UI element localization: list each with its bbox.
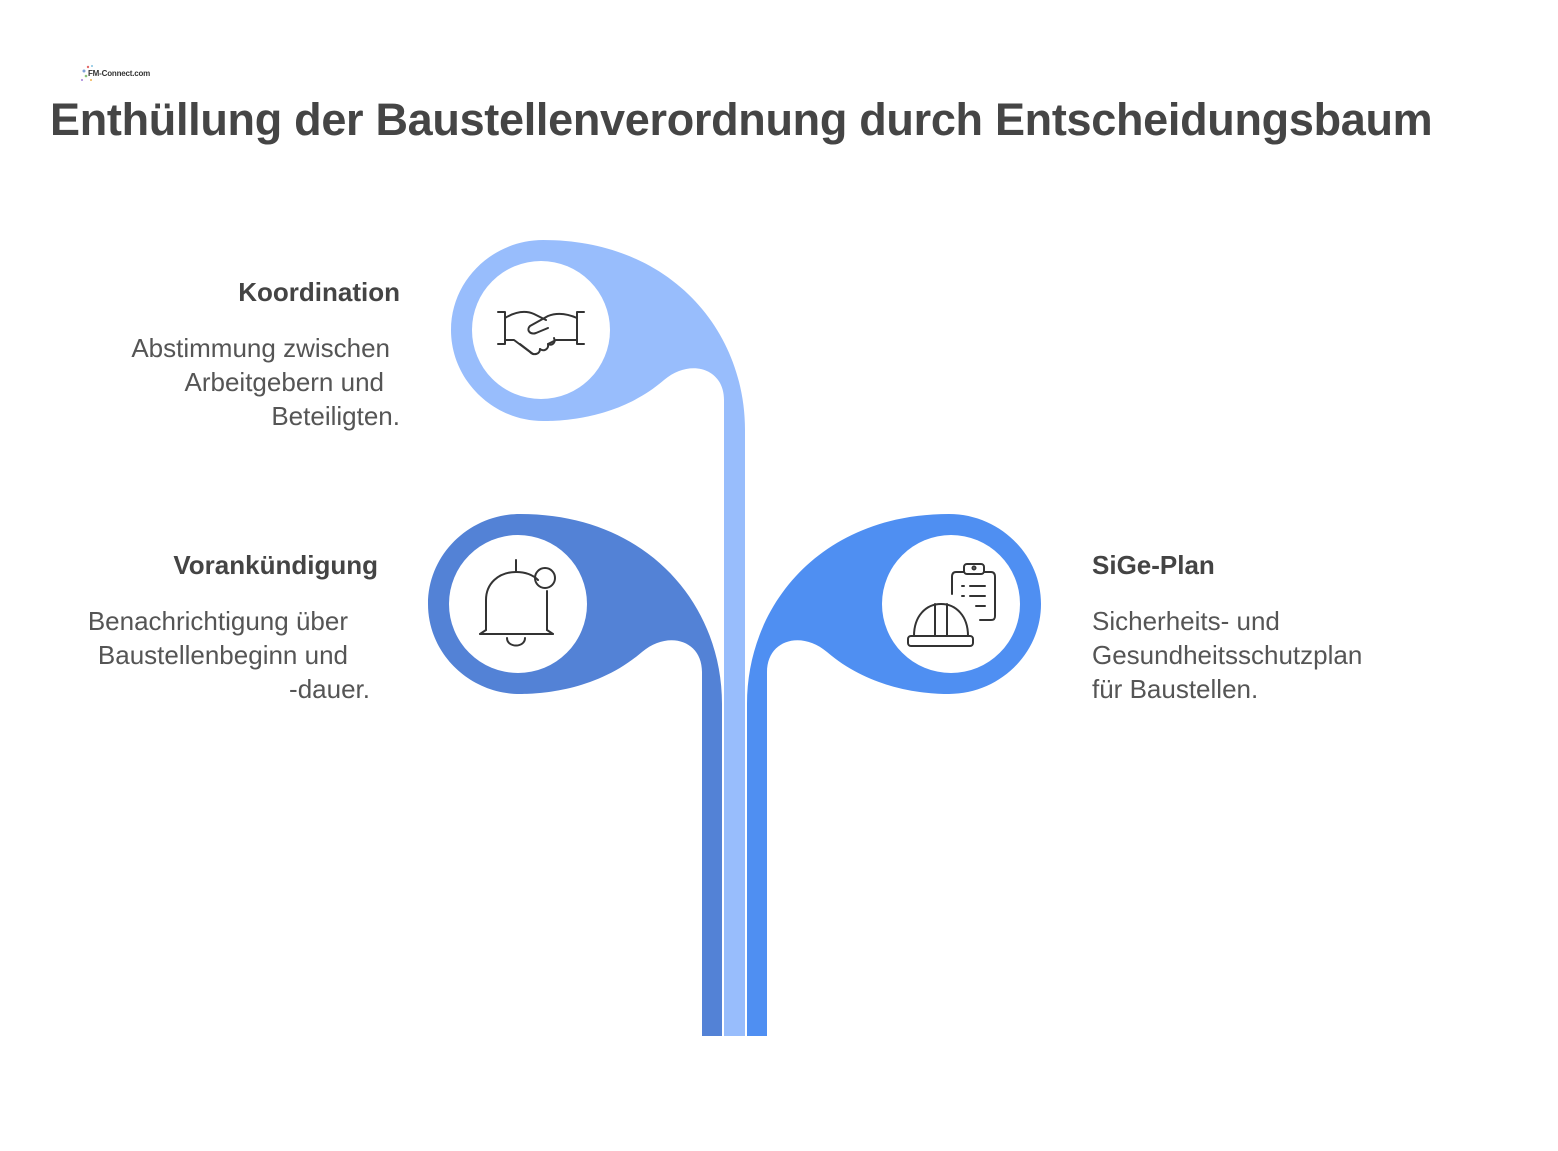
icon-circle-sige-plan [882,535,1020,673]
sige-plan-line-2: Gesundheitsschutzplan [1092,640,1363,670]
sige-plan-line-3: für Baustellen. [1092,674,1259,704]
branch-vorankuendigung [428,514,722,1036]
logo: FM-Connect.com [78,62,150,88]
fm-connect-logo-icon [81,65,93,81]
vorankuendigung-line-3: -dauer. [289,674,370,704]
vorankuendigung-line-1: Benachrichtigung über [87,606,348,636]
page-title: Enthüllung der Baustellenverordnung durc… [50,94,1433,145]
sige-plan-text: SiGe-Plan [1092,550,1472,581]
koordination-text: Koordination [60,277,400,308]
handshake-icon [497,310,585,356]
vorankuendigung-line-2: Baustellenbeginn und [97,640,348,670]
koordination-heading: Koordination [238,277,400,307]
icon-circle-vorankuendigung [449,535,587,673]
hardhat-clipboard-icon [907,563,996,647]
sige-plan-heading: SiGe-Plan [1092,550,1215,580]
vorankuendigung-heading: Vorankündigung [173,550,378,580]
sige-plan-description: Sicherheits- und Gesundheitsschutzplan f… [1092,604,1472,706]
koordination-line-3: Beteiligten. [271,401,400,431]
logo-text: FM-Connect.com [88,69,151,78]
sige-plan-line-1: Sicherheits- und [1092,606,1280,636]
koordination-line-2: Arbeitgebern und [184,367,384,397]
koordination-description: Abstimmung zwischen Arbeitgebern und Bet… [50,331,400,433]
bell-notification-icon [479,559,556,647]
vorankuendigung-text: Vorankündigung [38,550,378,581]
koordination-line-1: Abstimmung zwischen [131,333,390,363]
vorankuendigung-description: Benachrichtigung über Baustellenbeginn u… [8,604,370,706]
branch-sige-plan [747,514,1041,1036]
